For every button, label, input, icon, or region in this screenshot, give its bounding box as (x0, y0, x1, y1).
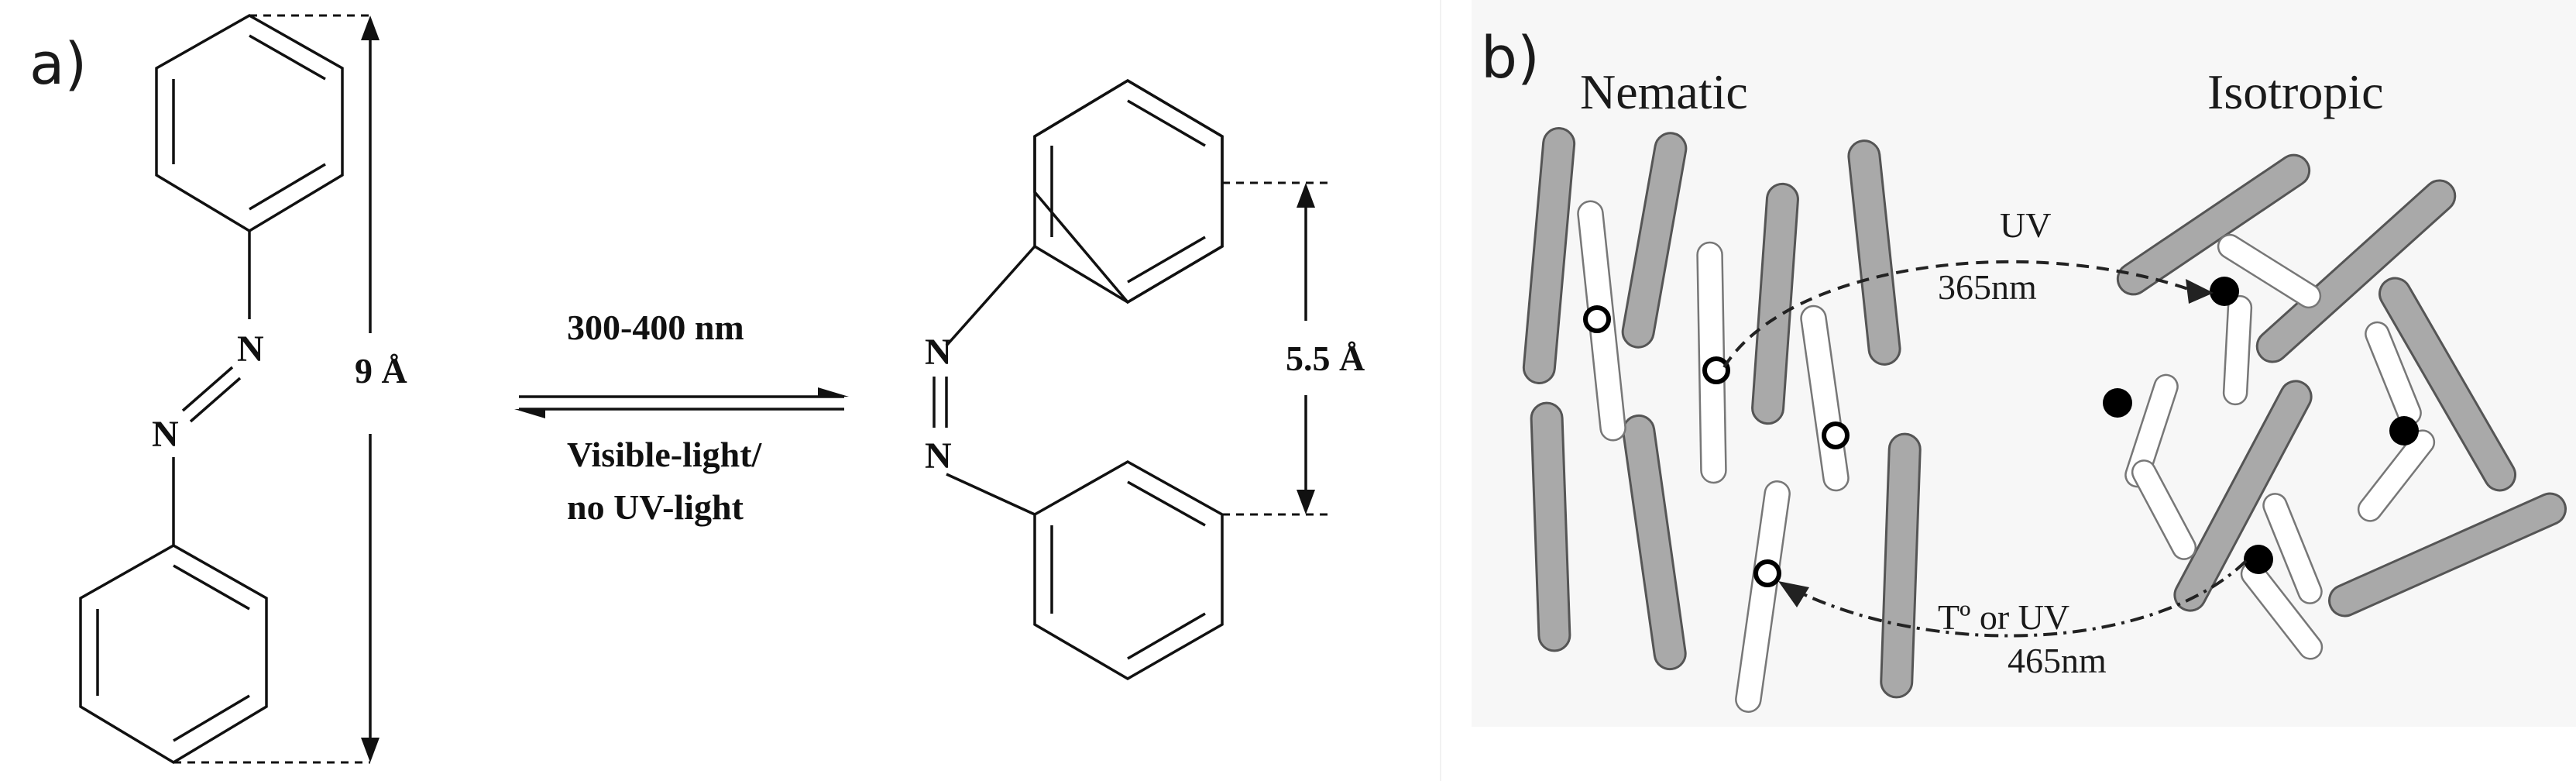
trans-n-n-double-bond (181, 366, 242, 423)
trans-top-benzene-ring (155, 13, 344, 233)
isotropic-dopant-rod (2124, 373, 2179, 488)
isotropic-dopant-rods (2124, 233, 2436, 660)
reverse-wavelength-label: 465nm (2008, 641, 2107, 680)
uv-path-arrow (1722, 260, 2214, 369)
cis-marker (2244, 545, 2273, 574)
reverse-condition-line2: no UV-light (567, 487, 744, 527)
nematic-phase-label: Nematic (1580, 64, 1748, 119)
nematic-host-rod (1522, 127, 1576, 384)
trans-n-top: N (237, 329, 264, 370)
nematic-host-rods (1522, 127, 1922, 699)
cis-marker (2389, 416, 2419, 446)
cis-c-n-bond-bottom (946, 473, 1036, 516)
reverse-path-arrow (1778, 559, 2248, 638)
cis-c-n-bond-top (945, 245, 1036, 347)
trans-n-bottom: N (152, 414, 179, 455)
trans-length-label: 9 Å (355, 351, 407, 390)
trans-markers (1583, 305, 1850, 587)
panel-b-label: b) (1481, 25, 1540, 91)
isotropic-phase-label: Isotropic (2207, 64, 2384, 119)
cis-top-benzene-ring (1033, 78, 1224, 304)
forward-condition-label: 300-400 nm (567, 308, 744, 347)
isotropic-dopant-rod (2131, 459, 2197, 560)
isotropic-dopant-rod (2222, 294, 2253, 406)
nematic-host-rod (1880, 432, 1922, 699)
nematic-host-rod (1530, 401, 1571, 652)
panel-a-label: a) (29, 31, 87, 98)
reverse-condition-line1: Visible-light/ (567, 435, 763, 474)
nematic-dopant-rod (1735, 480, 1791, 713)
cis-n-n-double-bond (933, 377, 948, 428)
cis-markers (2103, 277, 2419, 574)
nematic-host-rod (1847, 139, 1901, 366)
trans-length-arrow (361, 15, 380, 762)
isotropic-host-rod (2328, 492, 2567, 618)
nematic-host-rod (1751, 182, 1799, 425)
reverse-label: Tº or UV (1938, 597, 2069, 637)
isotropic-host-rod (2255, 179, 2457, 363)
panel-a: a) N N (29, 13, 1365, 765)
cis-marker (2210, 277, 2239, 306)
isotropic-host-rods (2116, 153, 2567, 618)
trans-marker (1753, 559, 1781, 587)
trans-marker (1822, 421, 1850, 449)
nematic-host-rod (1622, 414, 1687, 671)
trans-marker (1583, 305, 1611, 333)
trans-marker (1702, 356, 1730, 384)
uv-wavelength-label: 365nm (1938, 267, 2037, 307)
uv-label: UV (2000, 205, 2051, 245)
isotropic-dopant-rod (2357, 429, 2436, 522)
isotropic-host-rod (2173, 380, 2313, 612)
cis-length-arrow (1297, 183, 1315, 514)
nematic-host-rod (1621, 132, 1688, 349)
cis-marker (2103, 388, 2132, 418)
cis-n-bottom: N (925, 435, 952, 477)
isotropic-dopant-rod (2217, 233, 2322, 309)
panel-b: b) Nematic Isotropic (1472, 0, 2576, 727)
cis-n-top: N (925, 332, 952, 373)
isotropic-dopant-rod (2262, 493, 2323, 604)
equilibrium-arrows (514, 387, 849, 418)
trans-bottom-benzene-ring (79, 543, 268, 765)
cis-bottom-benzene-ring (1033, 459, 1224, 681)
isotropic-host-rod (2379, 277, 2516, 492)
cis-length-label: 5.5 Å (1286, 339, 1365, 378)
